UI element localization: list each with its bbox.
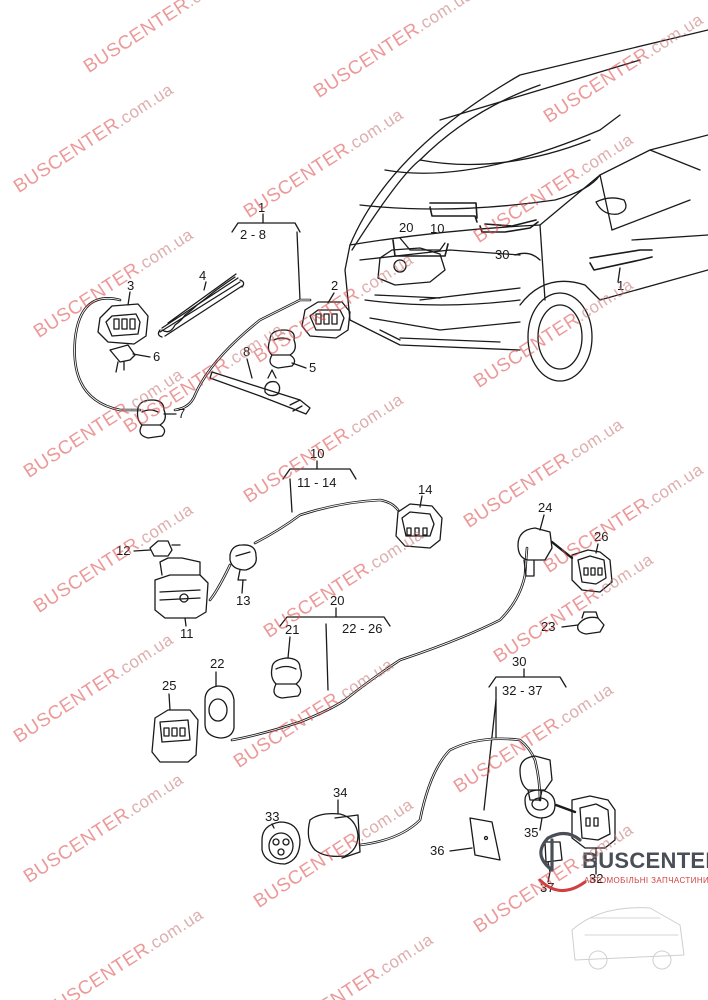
label-4: 4 bbox=[199, 268, 206, 283]
label-30: 30 bbox=[512, 654, 526, 669]
van-label-20: 20 bbox=[399, 220, 413, 235]
logo-tagline: АВТОМОБІЛЬНІ ЗАПЧАСТИНИ bbox=[584, 876, 708, 885]
label-13: 13 bbox=[236, 593, 250, 608]
label-2: 2 bbox=[331, 278, 338, 293]
label-6: 6 bbox=[153, 349, 160, 364]
label-25: 25 bbox=[162, 678, 176, 693]
harness-20 bbox=[151, 527, 613, 763]
bracket-10 bbox=[282, 468, 357, 480]
label-11: 11 bbox=[180, 626, 194, 641]
bracket-30 bbox=[488, 676, 567, 688]
label-7: 7 bbox=[178, 406, 185, 421]
van-label-10: 10 bbox=[430, 221, 444, 236]
logo-brand-name: BUSCENTER bbox=[582, 848, 708, 873]
label-32-37: 32 - 37 bbox=[502, 683, 542, 698]
logo-mark bbox=[538, 831, 685, 970]
label-22-26: 22 - 26 bbox=[342, 621, 382, 636]
bracket-1 bbox=[231, 222, 301, 233]
harness-1 bbox=[73, 273, 351, 439]
label-14: 14 bbox=[418, 482, 432, 497]
label-11-14: 11 - 14 bbox=[297, 475, 337, 490]
buscenter-logo: BUSCENTER АВТОМОБІЛЬНІ ЗАПЧАСТИНИ bbox=[522, 828, 708, 998]
label-26: 26 bbox=[594, 529, 608, 544]
label-8: 8 bbox=[243, 344, 250, 359]
van-illustration bbox=[344, 29, 708, 382]
label-32: 32 bbox=[589, 871, 603, 886]
label-5: 5 bbox=[309, 360, 316, 375]
label-24: 24 bbox=[538, 500, 552, 515]
label-2-8: 2 - 8 bbox=[240, 227, 266, 242]
label-1: 1 bbox=[258, 200, 265, 215]
label-10: 10 bbox=[310, 446, 324, 461]
label-36: 36 bbox=[430, 843, 444, 858]
harness-10 bbox=[149, 498, 443, 619]
van-label-1: 1 bbox=[617, 278, 624, 293]
label-35: 35 bbox=[524, 825, 538, 840]
label-34: 34 bbox=[333, 785, 347, 800]
label-21: 21 bbox=[285, 622, 299, 637]
label-20: 20 bbox=[330, 593, 344, 608]
label-23: 23 bbox=[541, 619, 555, 634]
label-12: 12 bbox=[116, 543, 130, 558]
label-3: 3 bbox=[127, 278, 134, 293]
label-22: 22 bbox=[210, 656, 224, 671]
van-label-30: 30 bbox=[495, 247, 509, 262]
label-33: 33 bbox=[265, 809, 279, 824]
